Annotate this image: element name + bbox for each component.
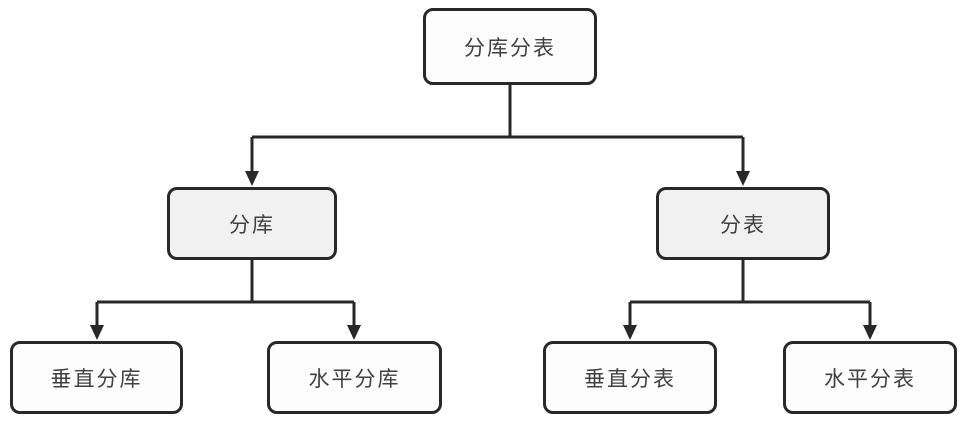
arrowhead-to-db — [245, 171, 259, 186]
arrowhead-to-htable — [863, 325, 877, 340]
node-vertical-split-database: 垂直分库 — [10, 341, 183, 414]
node-horizontal-split-table: 水平分表 — [783, 341, 957, 414]
arrowhead-to-hdb — [347, 325, 361, 340]
node-horizontal-split-database-label: 水平分库 — [308, 367, 401, 391]
edge-table-children — [628, 260, 872, 328]
node-split-database: 分库 — [167, 187, 337, 260]
node-horizontal-split-table-label: 水平分表 — [824, 367, 916, 391]
arrowhead-to-table — [736, 171, 750, 186]
node-vertical-split-database-label: 垂直分库 — [50, 367, 143, 391]
node-split-database-label: 分库 — [229, 213, 275, 237]
edge-db-children — [95, 260, 356, 328]
node-split-table-label: 分表 — [720, 213, 766, 237]
node-vertical-split-table: 垂直分表 — [543, 341, 717, 414]
arrowhead-to-vdb — [90, 325, 104, 340]
node-split-table: 分表 — [656, 187, 830, 260]
node-root: 分库分表 — [423, 8, 597, 85]
arrowhead-to-vtable — [623, 325, 637, 340]
node-root-label: 分库分表 — [464, 36, 556, 60]
edge-root-children — [250, 85, 745, 174]
node-vertical-split-table-label: 垂直分表 — [584, 367, 676, 391]
node-horizontal-split-database: 水平分库 — [267, 341, 442, 414]
